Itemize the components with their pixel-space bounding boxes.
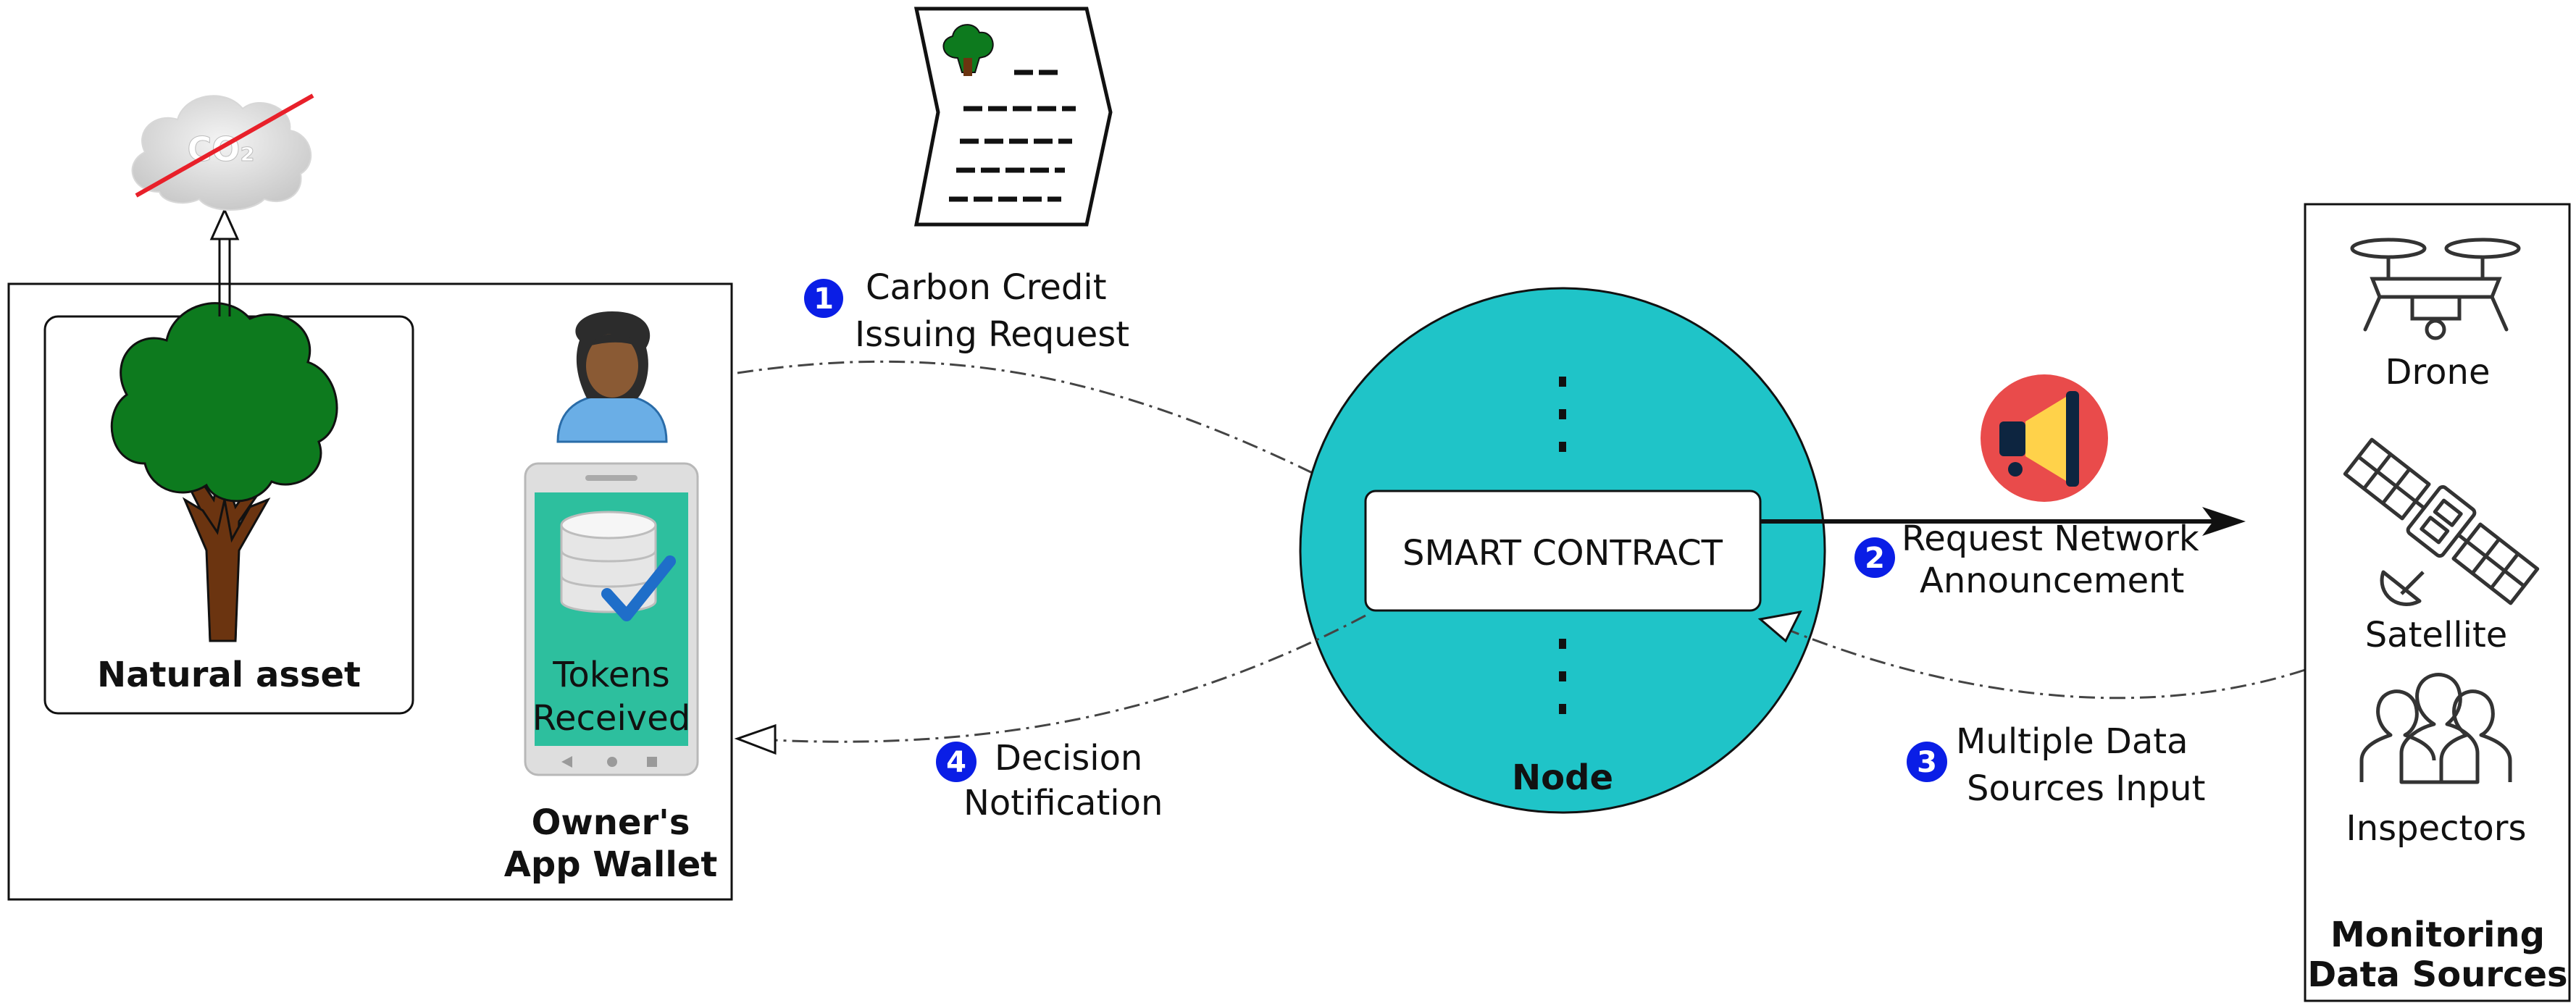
step-3-badge (1907, 742, 1947, 782)
megaphone-icon (1981, 374, 2108, 502)
flow-1-arrow (737, 360, 1366, 501)
source-inspectors-label: Inspectors (2346, 808, 2527, 849)
smart-contract-box: SMART CONTRACT (1364, 490, 1762, 612)
step-2-badge (1854, 537, 1895, 578)
step-3-label: 3 Multiple Data Sources Input (1907, 721, 2205, 809)
monitoring-sources-box: Drone Satellite (2304, 203, 2571, 1002)
ellipsis-top (1559, 377, 1566, 452)
step-3-line2: Sources Input (1967, 768, 2205, 809)
monitoring-title-line2: Data Sources (2307, 954, 2567, 995)
tree-icon (110, 302, 338, 642)
tokens-label-line1: Tokens (552, 655, 670, 695)
tokens-label-line2: Received (532, 698, 690, 739)
step-4-badge (936, 742, 977, 782)
node-label: Node (1512, 758, 1613, 798)
emission-arrow (209, 207, 240, 316)
step-4-line2: Notification (963, 783, 1163, 823)
step-1-label: 1 Carbon Credit Issuing Request (804, 267, 1129, 355)
database-check-icon (560, 511, 676, 621)
step-2-label: 2 Request Network Announcement (1854, 519, 2199, 601)
inspectors-icon (2359, 673, 2512, 784)
natural-asset-card: Natural asset (43, 302, 414, 715)
step-3-line1: Multiple Data (1956, 721, 2188, 762)
monitoring-title-line1: Monitoring (2330, 915, 2545, 955)
drone-icon (2350, 238, 2521, 340)
step-4-label: 4 Decision Notification (936, 738, 1163, 823)
source-drone-label: Drone (2385, 352, 2491, 393)
step-4-line1: Decision (995, 738, 1142, 779)
step-2-line2: Announcement (1920, 561, 2184, 601)
satellite-icon (2343, 437, 2540, 606)
svg-text:2: 2 (1865, 542, 1885, 575)
co2-cloud-icon: CO₂ (131, 93, 314, 211)
step-1-line2: Issuing Request (855, 314, 1129, 355)
wallet-label-line2: App Wallet (504, 844, 718, 885)
step-1-line1: Carbon Credit (866, 267, 1107, 308)
flow-2-arrow (1760, 507, 2246, 536)
step-1-badge (804, 279, 843, 318)
step-2-line1: Request Network (1902, 519, 2199, 559)
svg-text:4: 4 (946, 746, 966, 779)
svg-text:1: 1 (814, 282, 834, 316)
document-icon (913, 7, 1113, 227)
phone-icon: Tokens Received (524, 462, 699, 776)
wallet-label-line1: Owner's (532, 802, 690, 843)
user-avatar (556, 311, 668, 443)
source-satellite-label: Satellite (2365, 615, 2508, 655)
svg-text:3: 3 (1917, 746, 1937, 779)
ellipsis-bottom (1559, 639, 1566, 714)
flow-3-arrow (1767, 620, 2306, 700)
flow-4-arrow (745, 614, 1366, 743)
strike-line (135, 93, 314, 198)
natural-asset-label: Natural asset (97, 655, 361, 695)
smart-contract-label: SMART CONTRACT (1402, 533, 1723, 574)
